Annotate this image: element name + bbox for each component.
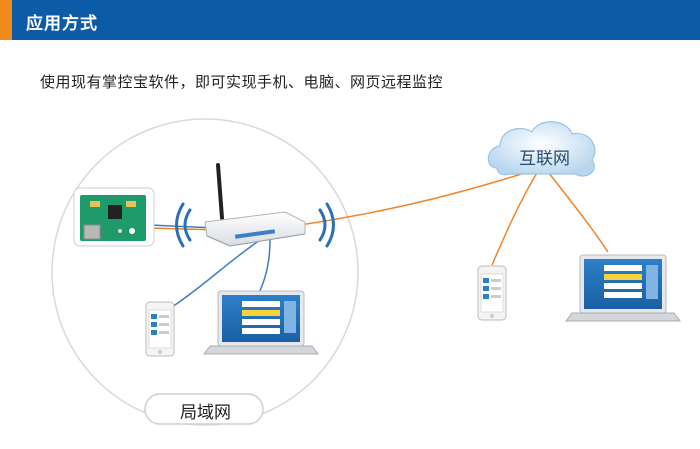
internet-label: 互联网: [519, 149, 570, 169]
router-icon: [204, 163, 306, 247]
link-cloud-remote-phone: [491, 167, 541, 266]
link-board-router: [149, 224, 216, 229]
remote-laptop-icon: [565, 254, 681, 322]
lan-boundary: [51, 118, 359, 426]
intro-text: 使用现有掌控宝软件，即可实现手机、电脑、网页远程监控: [40, 73, 444, 91]
section-header: 应用方式: [0, 0, 700, 40]
header-accent-bar: [0, 0, 12, 40]
link-cloud-remote-laptop: [544, 167, 609, 253]
link-router-phone: [171, 237, 264, 308]
lan-label: 局域网: [180, 403, 231, 423]
wifi-waves: [175, 202, 335, 248]
lan-phone-icon: [145, 301, 175, 357]
lan-laptop-icon: [203, 290, 319, 355]
link-router-cloud: [299, 171, 529, 226]
cloud-icon: [487, 121, 596, 177]
controller-board-icon: [73, 187, 155, 247]
remote-phone-icon: [477, 265, 507, 321]
lan-label-pill: [144, 393, 264, 425]
section-title: 应用方式: [26, 14, 98, 34]
